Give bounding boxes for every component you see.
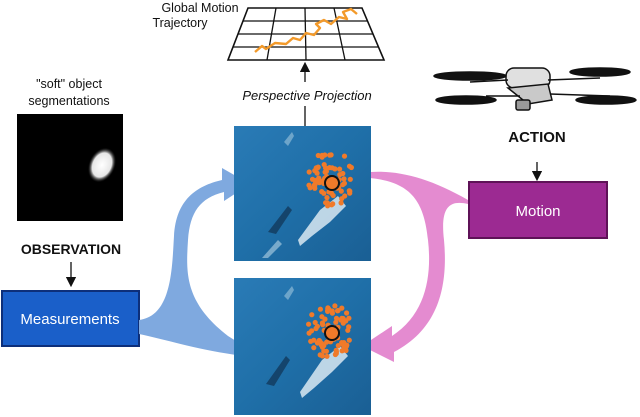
particle [316, 177, 322, 184]
particle [312, 177, 318, 184]
particle [339, 305, 345, 311]
motion-label: Motion [515, 203, 560, 220]
segmentation-label-line1: "soft" object [36, 77, 102, 91]
particle [313, 165, 319, 171]
particle [338, 188, 344, 194]
trajectory-title-line1: Global Motion [161, 1, 238, 15]
particle [324, 353, 330, 359]
particle [324, 339, 330, 345]
particle [311, 345, 317, 351]
particle [312, 319, 318, 326]
particle [341, 153, 348, 159]
particle [317, 352, 323, 358]
particle [321, 162, 327, 168]
particle [340, 182, 346, 188]
action-label: ACTION [508, 129, 566, 146]
particle [346, 163, 353, 169]
particle [342, 193, 348, 199]
particle [313, 325, 319, 332]
particle [325, 305, 331, 311]
particle [343, 318, 349, 324]
particle [306, 182, 312, 188]
particle [340, 170, 346, 177]
aerial-whale-image-bottom [234, 278, 371, 415]
drone-icon [433, 67, 637, 111]
particle [327, 152, 333, 158]
particle [334, 308, 341, 314]
particle [333, 350, 339, 357]
particle [319, 340, 325, 346]
blue-loop-arrow [139, 168, 250, 355]
particle [324, 195, 330, 201]
particle [309, 312, 315, 318]
particle [311, 337, 317, 343]
motion-box [468, 181, 608, 239]
particle [329, 190, 335, 196]
particle [341, 344, 347, 350]
particle [322, 152, 328, 158]
particle [347, 190, 353, 196]
particle [338, 317, 344, 323]
particle [338, 200, 344, 206]
particle [322, 316, 328, 322]
observation-label: OBSERVATION [21, 241, 121, 257]
particle [329, 308, 335, 314]
particle [341, 176, 347, 182]
particle [325, 203, 331, 209]
particle [346, 324, 352, 330]
particle [329, 165, 335, 171]
particle [337, 166, 343, 172]
particle [306, 330, 312, 336]
particle [314, 170, 320, 176]
particle [314, 340, 321, 346]
target-estimate-top [324, 175, 340, 191]
pink-loop-arrow [362, 171, 468, 362]
particle [344, 310, 350, 316]
particle [335, 343, 341, 349]
particle [323, 348, 329, 354]
particle [306, 169, 312, 175]
segmentation-label-line2: segmentations [28, 94, 109, 108]
particle [321, 190, 327, 196]
particle [347, 176, 353, 182]
particle [306, 321, 312, 327]
particle [333, 315, 340, 321]
particle [317, 306, 323, 312]
particle [346, 337, 352, 343]
measurements-box [1, 290, 140, 347]
particle [315, 152, 321, 159]
particle [333, 319, 339, 325]
projection-label: Perspective Projection [242, 88, 371, 103]
target-estimate-bottom [324, 325, 340, 341]
trajectory-path [254, 7, 358, 53]
particle [332, 303, 338, 309]
segmentation-mask-image [17, 114, 123, 221]
measurements-label: Measurements [20, 311, 119, 328]
trajectory-title-line2: Trajectory [152, 16, 208, 30]
particle [322, 169, 328, 175]
particle [320, 322, 326, 328]
particle [330, 201, 336, 207]
